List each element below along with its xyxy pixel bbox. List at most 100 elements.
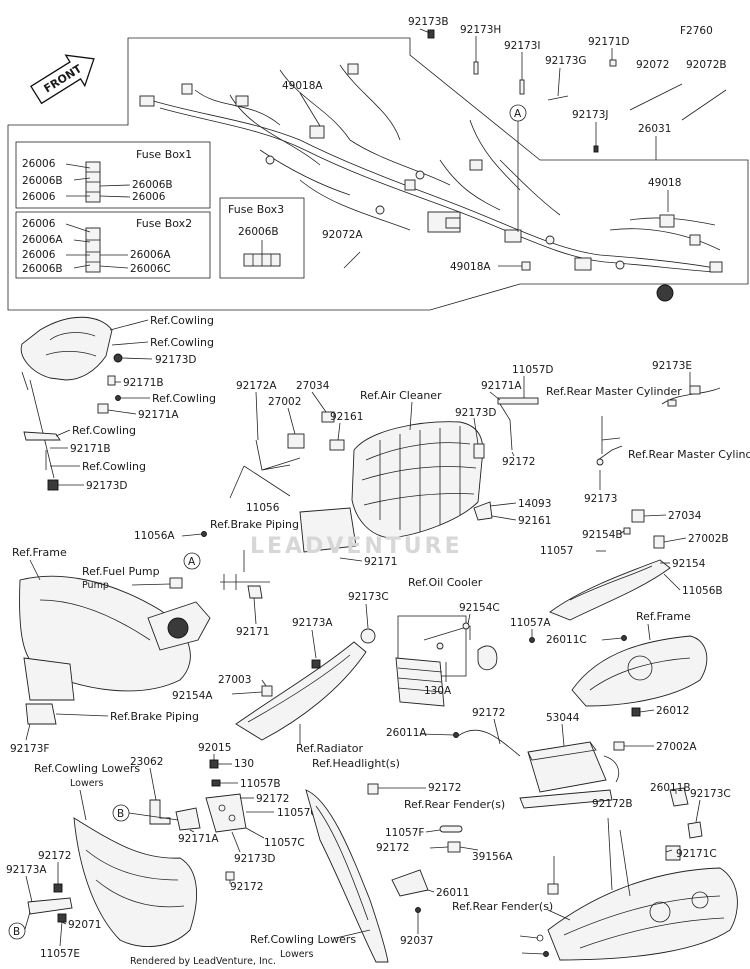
part-label-92172-c: 11057C [264, 837, 305, 849]
part-label-27003: 92154C [459, 602, 500, 614]
diagram-code: F2760 [680, 25, 713, 37]
part-label-39156a: 26011B [650, 782, 691, 794]
part-label-11056b: 92171 [236, 626, 269, 638]
part-label-92173f: 92173A [292, 617, 333, 629]
part-label-92173h: 92173H [460, 24, 501, 36]
part-label-92173a-a: 92154A [172, 690, 213, 702]
oil-cooler-group: Ref.Oil Cooler 92154C 11057A 130A [395, 576, 551, 707]
rear-fender-group: 26011B 92173C 92172B 92171C Ref.Rear Fen… [452, 782, 738, 961]
part-label-14093: 92171 [364, 556, 397, 568]
part-label-26011: 92173C [690, 788, 731, 800]
marker-b-mid-label: B [117, 808, 124, 820]
rear-frame-group: Ref.Frame 26011C 26012 [546, 610, 708, 717]
fuse-box-2-title: Fuse Box2 [136, 217, 192, 230]
part-label-130a: 26011A [386, 727, 427, 739]
part-label-11057b: 92171A [178, 833, 219, 845]
ref-rear-master-cylinder-2: Ref.Rear Master Cylinder [628, 448, 750, 461]
fb2-left-1: 26006A [22, 234, 63, 246]
part-label-92171a-c: 92172 [230, 881, 263, 893]
part-label-92172-d: 92071 [68, 919, 101, 931]
radiator-bracket-group: 92173C 92173A 27003 92154A Ref.Radiator [172, 591, 389, 755]
part-label-39156-a: 92161 [518, 515, 551, 527]
part-label-92173i: 92173I [504, 40, 541, 52]
fuse-box-1-title: Fuse Box1 [136, 148, 192, 161]
part-label-92173j: 92173J [572, 109, 609, 121]
fuse-box-2: Fuse Box2 26006 26006A 26006 26006B 2600… [15, 211, 211, 279]
rear-master-cylinder-group: Ref.Rear Master Cylinder Ref.Rear Master… [546, 360, 750, 505]
clip-92173j [593, 145, 599, 153]
ref-cowling-4: Ref.Cowling [72, 424, 136, 437]
part-label-26012: 53044 [546, 712, 580, 724]
part-label-27034-b: 27002B [688, 533, 729, 545]
part-label-11057-a: 11056B [682, 585, 723, 597]
ref-rear-fender-2: Ref.Rear Fender(s) [452, 900, 553, 913]
marker-a-mid [183, 552, 201, 570]
ref-cowling-2: Ref.Cowling [150, 336, 214, 349]
part-label-92072b: 92072B [686, 59, 727, 71]
ref-frame-1: Ref.Frame [12, 546, 67, 559]
part-label-92173b: 92173B [408, 16, 449, 28]
part-label-11057c: 92173A [6, 864, 47, 876]
part-label-92161-b: 27034 [668, 510, 702, 522]
part-label-92173a-b: 11057E [40, 948, 80, 960]
ref-headlight: Ref.Headlight(s) [312, 757, 400, 770]
part-label-92171-a: 92154B [582, 529, 623, 541]
part-label-11057f: 26011 [436, 887, 469, 899]
band-92072a [343, 251, 361, 269]
part-label-92072: 92072 [636, 59, 669, 71]
clip-92171d [609, 59, 617, 67]
fb1-right-1: 26006 [132, 191, 166, 203]
headlight-cowling-group: Ref.Headlight(s) 92172 Ref.Rear Fender(s… [250, 757, 513, 963]
part-label-92173g: 92173G [545, 55, 587, 67]
fb2-right-0: 26006A [130, 249, 171, 261]
fb2-left-0: 26006 [22, 218, 56, 230]
ref-cowling-lowers-2b: Lowers [280, 949, 313, 960]
ref-brake-piping-2: Ref.Brake Piping [110, 710, 199, 723]
fb2-left-2: 26006 [22, 249, 56, 261]
part-label-92172-e: 92172 [428, 782, 461, 794]
clip-92173h [473, 61, 479, 75]
ref-fuel-pump: Ref.Fuel Pump [82, 565, 160, 578]
part-label-92171a-a: 92171A [138, 409, 179, 421]
marker-b-bottom [8, 922, 26, 940]
part-label-11057a: 26012 [656, 705, 689, 717]
part-label-26031: 26031 [638, 123, 671, 135]
part-label-92171a-b: 92171A [481, 380, 522, 392]
part-label-92173d-c: 92173D [455, 407, 497, 419]
part-label-92161-a: 92161 [330, 411, 363, 423]
watermark: LEADVENTURE [250, 534, 463, 559]
part-label-11057h: 130A [424, 685, 452, 697]
ref-radiator: Ref.Radiator [296, 742, 363, 755]
part-label-92154: 11056A [134, 530, 175, 542]
ref-oil-cooler: Ref.Oil Cooler [408, 576, 483, 589]
clip-92173b [427, 29, 435, 39]
part-label-92172-b: 92015 [198, 742, 231, 754]
fb1-left-1: 26006B [22, 175, 63, 187]
ref-rear-fender-1: Ref.Rear Fender(s) [404, 798, 505, 811]
footer-credit: Rendered by LeadVenture, Inc. [130, 956, 276, 967]
ref-cowling-lowers-1: Ref.Cowling Lowers [34, 762, 140, 775]
part-label-92154b: 11057 [540, 545, 573, 557]
part-label-92154c: 26011C [546, 634, 587, 646]
fb1-left-2: 26006 [22, 191, 56, 203]
ref-fuel-pump-2: Pump [82, 580, 109, 591]
ref-air-cleaner: Ref.Air Cleaner [360, 389, 442, 402]
fuse-box-3-title: Fuse Box3 [228, 203, 284, 216]
part-label-92037: 92172B [592, 798, 633, 810]
part-label-11057g: 92173D [234, 853, 276, 865]
ref-cowling-lowers-2: Ref.Cowling Lowers [250, 933, 356, 946]
part-label-130-a: 11057G [277, 807, 319, 819]
ref-frame-2: Ref.Frame [636, 610, 691, 623]
part-label-92173d-a: 92173D [155, 354, 197, 366]
marker-a-top-label: A [514, 108, 522, 120]
fuse-box-1: Fuse Box1 26006 26006B 26006 26006B 2600… [15, 141, 211, 209]
part-label-92173-a: 92173 [584, 493, 617, 505]
part-label-26011c: 92172 [472, 707, 505, 719]
clip-92173i [519, 79, 525, 95]
band-92072 [629, 83, 683, 111]
fb3-label: 26006B [238, 226, 279, 238]
fb2-right-1: 26006C [130, 263, 171, 275]
main-harness-panel: F2760 FRONT [7, 16, 749, 311]
part-label-92172a: 92172A [236, 380, 277, 392]
part-label-92172-a: 92172 [502, 456, 535, 468]
